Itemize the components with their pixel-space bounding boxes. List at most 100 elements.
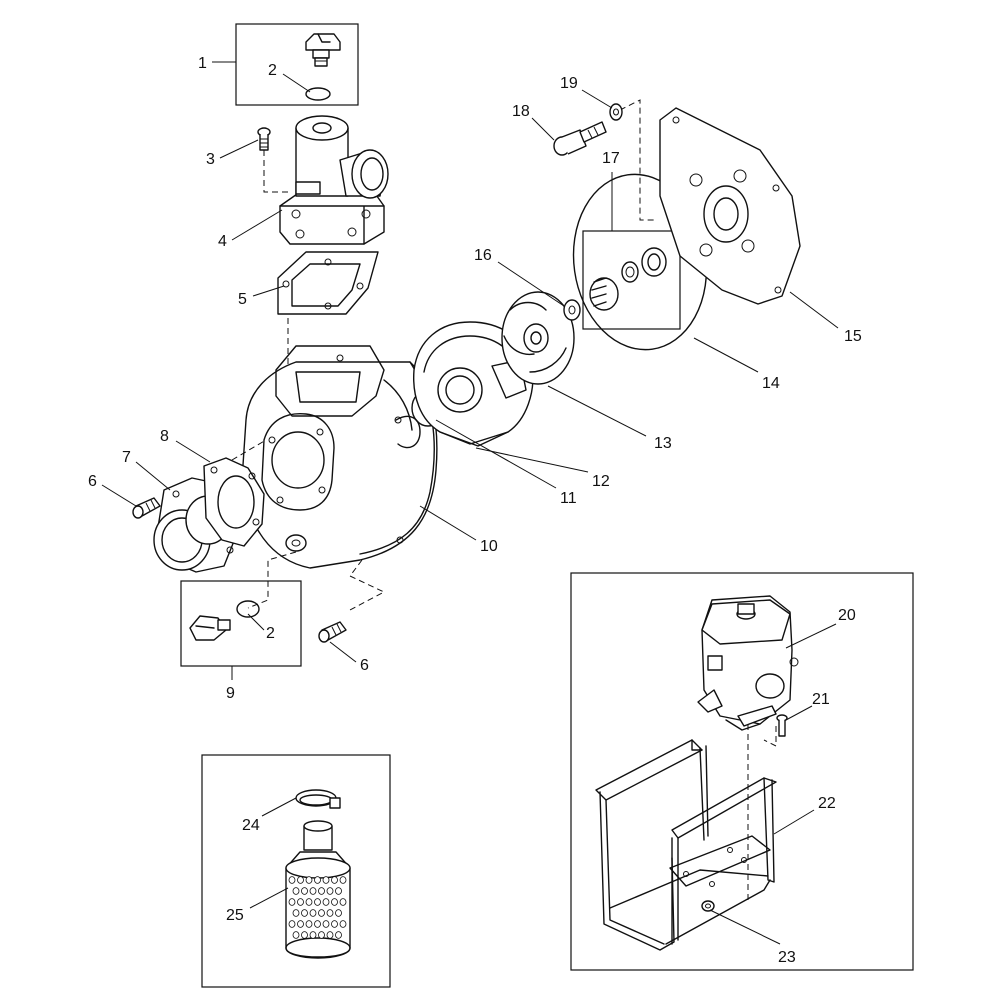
impeller-part-13 xyxy=(501,291,575,385)
strainer-holes xyxy=(288,876,347,939)
group-box-17 xyxy=(582,230,681,330)
volute-case-part-12 xyxy=(413,321,534,447)
label-6-bottom: 6 xyxy=(360,657,369,674)
gasket-part-8 xyxy=(203,457,265,547)
strainer-hole xyxy=(288,898,296,906)
hose-clamp-part-24 xyxy=(295,789,341,809)
strainer-hole xyxy=(288,876,296,884)
label-8: 8 xyxy=(160,428,169,445)
strainer-hole xyxy=(339,876,347,884)
label-25: 25 xyxy=(226,907,244,924)
dash-casing-to-6 xyxy=(349,559,386,611)
strainer-hole xyxy=(297,876,304,884)
o-ring-part-2-bottom xyxy=(236,600,260,618)
part-number-labels: 1 2 3 4 5 8 7 6 2 9 6 10 11 12 13 14 15 … xyxy=(88,55,862,966)
label-10: 10 xyxy=(480,538,498,555)
strainer-hole xyxy=(309,887,317,895)
strainer-hole xyxy=(301,909,308,917)
dash-3-to-4 xyxy=(263,150,292,193)
label-18: 18 xyxy=(512,103,530,120)
strainer-hole xyxy=(305,898,313,906)
dash-21 xyxy=(763,726,777,747)
strainer-hole xyxy=(322,898,330,906)
strainer-hole xyxy=(305,876,313,884)
strainer-hole xyxy=(297,898,304,906)
bolt-part-6-bottom xyxy=(318,621,347,643)
dash-casing-to-9 xyxy=(247,551,297,609)
strainer-hole xyxy=(288,920,296,928)
drain-plug-part-9 xyxy=(189,615,231,641)
label-23: 23 xyxy=(778,949,796,966)
o-ring-part-2-top xyxy=(305,87,331,101)
nut-part-23 xyxy=(701,900,715,912)
label-17: 17 xyxy=(602,150,620,167)
label-16: 16 xyxy=(474,247,492,264)
label-14: 14 xyxy=(762,375,780,392)
leader-lines xyxy=(101,61,839,945)
label-5: 5 xyxy=(238,291,247,308)
strainer-hole xyxy=(314,876,321,884)
engine-part-20 xyxy=(697,595,799,731)
label-4: 4 xyxy=(218,233,227,250)
strainer-hole xyxy=(331,898,338,906)
group-box-9 xyxy=(180,580,302,667)
dash-8-to-10 xyxy=(231,439,267,461)
strainer-hole xyxy=(339,898,347,906)
pump-casing-part-10 xyxy=(241,345,438,569)
strainer-hole xyxy=(314,898,321,906)
mounting-plate-part-15 xyxy=(659,107,801,305)
strainer-hole xyxy=(335,909,342,917)
strainer-hole xyxy=(292,887,300,895)
label-24: 24 xyxy=(242,817,260,834)
group-box-accessory-strainer xyxy=(201,754,391,988)
strainer-hole xyxy=(309,909,317,917)
dash-19-to-15 xyxy=(619,99,654,221)
strainer-hole xyxy=(318,909,325,917)
washer-part-16 xyxy=(563,299,581,321)
bracket-part-21 xyxy=(737,705,777,727)
strainer-hole xyxy=(314,920,321,928)
strainer-hole xyxy=(335,931,342,939)
label-22: 22 xyxy=(818,795,836,812)
bolt-part-3 xyxy=(257,127,271,151)
bolt-part-21 xyxy=(776,714,788,737)
label-2-top: 2 xyxy=(268,62,277,79)
label-1: 1 xyxy=(198,55,207,72)
strainer-hole xyxy=(326,909,334,917)
group-box-1 xyxy=(235,23,359,106)
label-19: 19 xyxy=(560,75,578,92)
strainer-hole xyxy=(326,887,334,895)
label-11: 11 xyxy=(560,490,577,507)
plug-part-1 xyxy=(305,33,341,67)
strainer-hole xyxy=(301,931,308,939)
washer-part-19 xyxy=(609,103,623,121)
strainer-hole xyxy=(301,887,308,895)
label-7: 7 xyxy=(122,449,131,466)
strainer-hole xyxy=(297,920,304,928)
label-12: 12 xyxy=(592,473,610,490)
mechanical-seal-part-17 xyxy=(589,247,667,311)
label-13: 13 xyxy=(654,435,672,452)
label-9: 9 xyxy=(226,685,235,702)
label-15: 15 xyxy=(844,328,862,345)
frame-part-22 xyxy=(595,739,777,951)
group-box-engine-frame xyxy=(570,572,914,971)
strainer-hole xyxy=(326,931,334,939)
strainer-hole xyxy=(292,931,300,939)
label-21: 21 xyxy=(812,691,830,708)
outlet-elbow-part-4 xyxy=(279,115,389,245)
strainer-hole xyxy=(331,920,338,928)
strainer-hole xyxy=(339,920,347,928)
strainer-hole xyxy=(305,920,313,928)
bolt-part-6-left xyxy=(132,497,161,519)
label-2-bottom: 2 xyxy=(266,625,275,642)
gasket-part-5 xyxy=(277,251,379,315)
strainer-hole xyxy=(318,887,325,895)
strainer-hole xyxy=(322,920,330,928)
label-20: 20 xyxy=(838,607,856,624)
strainer-hole xyxy=(322,876,330,884)
cap-screw-part-18 xyxy=(553,121,607,156)
strainer-hole xyxy=(292,909,300,917)
strainer-hole xyxy=(309,931,317,939)
